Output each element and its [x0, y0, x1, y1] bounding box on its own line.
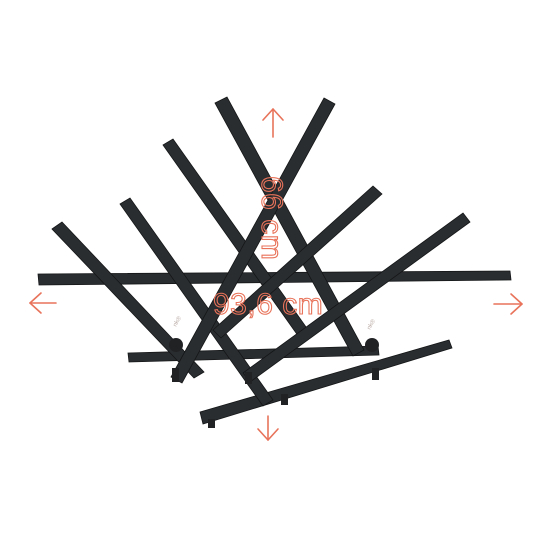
arrow-up-icon [262, 108, 284, 138]
arrow-right-icon [493, 293, 523, 315]
peg-right [365, 338, 379, 352]
width-dimension-label: 93,6 cm [213, 288, 323, 321]
watermark-right: nk® [366, 318, 378, 331]
arrow-down-icon [257, 415, 279, 441]
height-dimension-label: 66 cm [255, 176, 288, 260]
peg-tab-3 [281, 394, 288, 405]
peg-tab-2 [245, 372, 252, 384]
peg-tab-5 [208, 419, 215, 428]
pegs [169, 338, 379, 428]
diagonal-bar-5 [170, 97, 336, 384]
arrow-left-icon [29, 292, 57, 314]
peg-tab-4 [372, 368, 379, 380]
peg-tab-1 [172, 368, 179, 382]
diagonal-bar-4 [214, 96, 365, 357]
diagonal-bar-6 [212, 185, 383, 339]
peg-left [169, 338, 183, 352]
watermark-left: nk® [172, 315, 184, 328]
diagonal-bar-2 [119, 197, 274, 407]
diagonal-bars-left [170, 97, 471, 384]
dimension-arrows [29, 108, 523, 441]
diagonal-bar-1 [51, 221, 205, 379]
